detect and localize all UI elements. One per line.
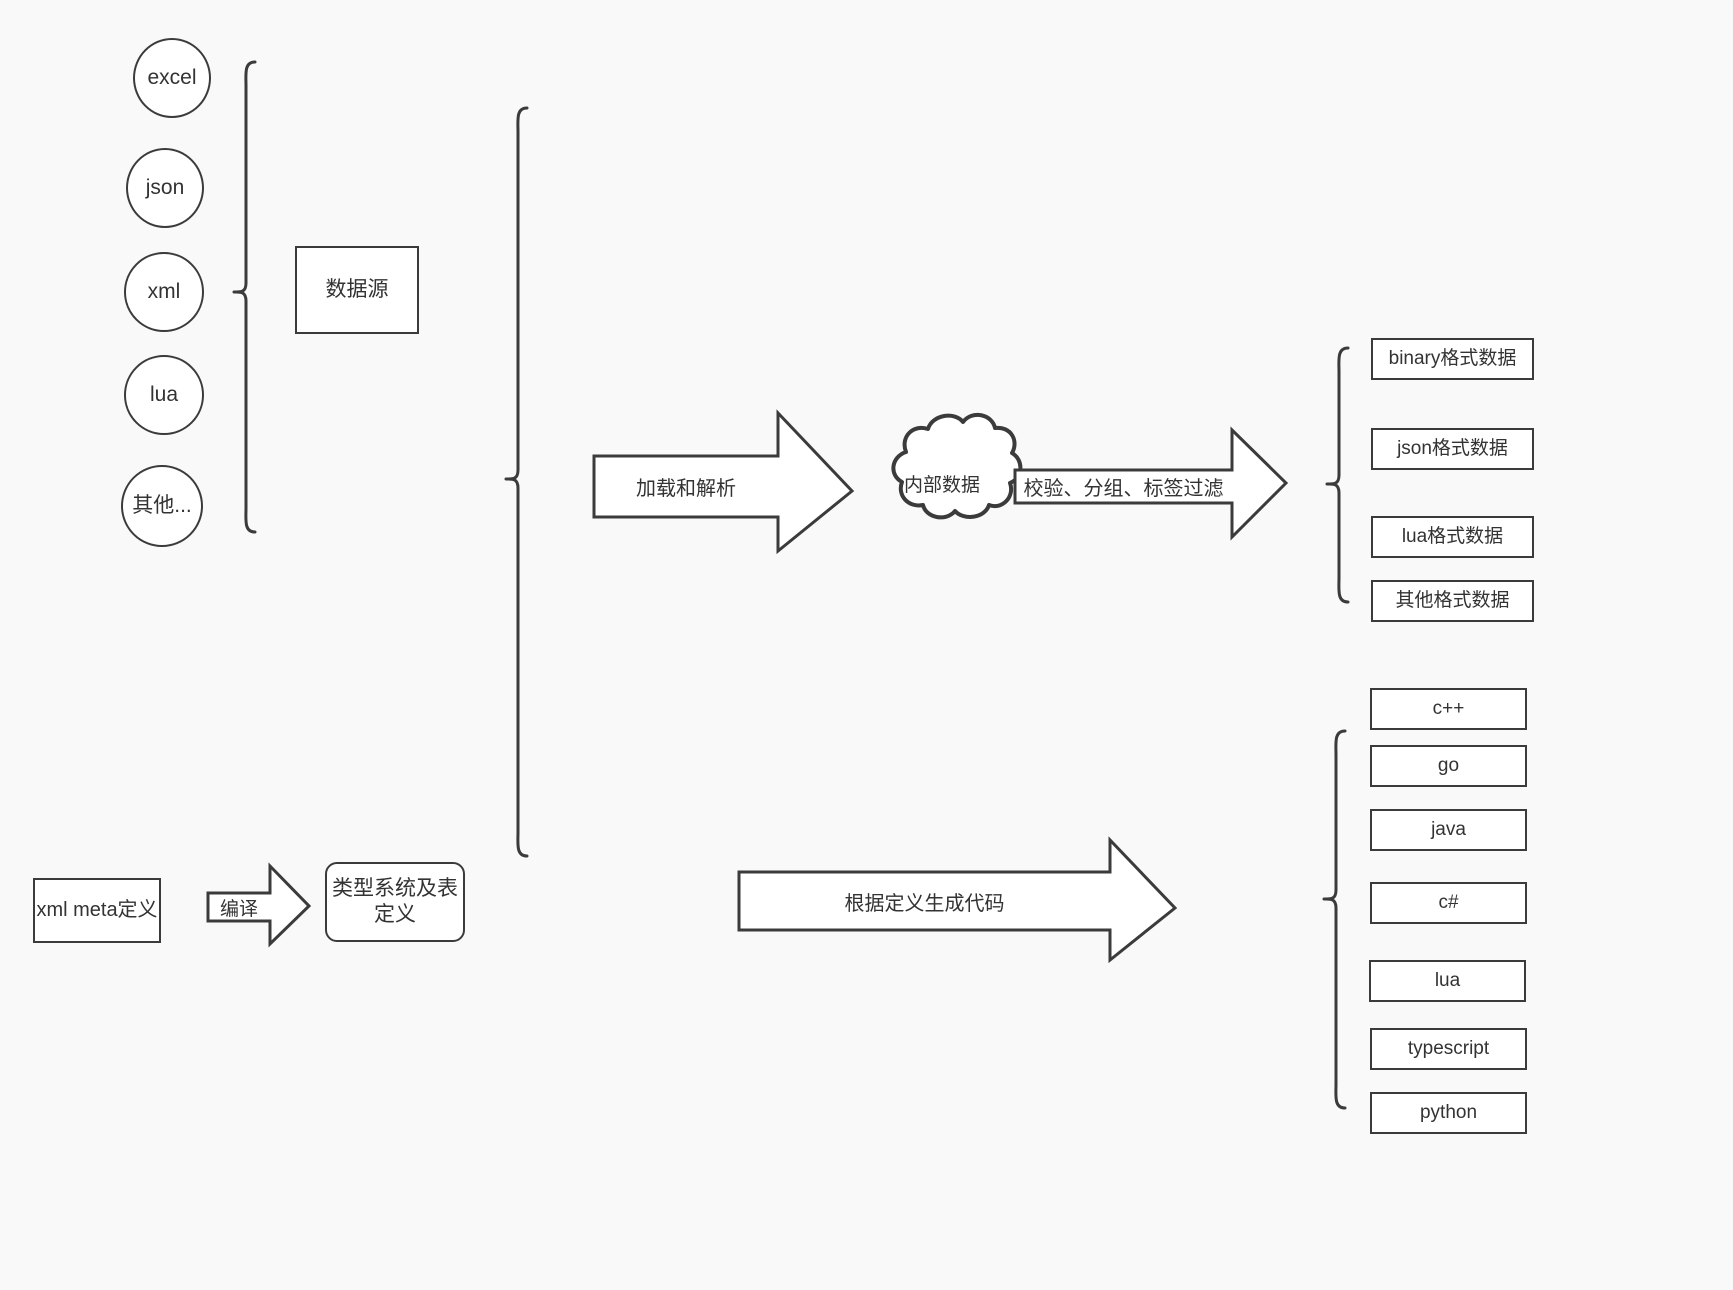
arrow-generate-code bbox=[737, 836, 1178, 964]
cloud-internal-data bbox=[891, 412, 1023, 520]
output-format-label: json格式数据 bbox=[1397, 438, 1508, 460]
data-source-label: 数据源 bbox=[325, 277, 389, 301]
output-language-label: c# bbox=[1438, 892, 1459, 914]
output-format-binary[interactable]: binary格式数据 bbox=[1371, 338, 1534, 380]
output-format-json[interactable]: json格式数据 bbox=[1371, 428, 1534, 470]
type-system-box[interactable]: 类型系统及表 定义 bbox=[325, 862, 465, 942]
output-language-python[interactable]: python bbox=[1370, 1092, 1527, 1134]
arrow-compile bbox=[206, 862, 312, 948]
xml-meta-definition-box[interactable]: xml meta定义 bbox=[33, 878, 161, 943]
source-node-excel[interactable]: excel bbox=[133, 38, 211, 118]
source-node-lua[interactable]: lua bbox=[124, 355, 204, 435]
brace-data-formats bbox=[1325, 346, 1350, 604]
output-format-other[interactable]: 其他格式数据 bbox=[1371, 580, 1534, 622]
output-language-label: python bbox=[1419, 1102, 1478, 1124]
output-language-cpp[interactable]: c++ bbox=[1370, 688, 1527, 730]
source-label: 其他... bbox=[132, 493, 192, 517]
source-label: excel bbox=[147, 65, 197, 89]
output-language-typescript[interactable]: typescript bbox=[1370, 1028, 1527, 1070]
output-language-label: c++ bbox=[1432, 698, 1465, 720]
output-language-label: go bbox=[1437, 755, 1460, 777]
xml-meta-definition-label: xml meta定义 bbox=[36, 899, 158, 921]
output-language-java[interactable]: java bbox=[1370, 809, 1527, 851]
output-language-label: java bbox=[1431, 819, 1466, 841]
output-language-label: lua bbox=[1434, 970, 1461, 992]
arrow-load-parse bbox=[592, 409, 855, 555]
output-format-lua[interactable]: lua格式数据 bbox=[1371, 516, 1534, 558]
source-node-other[interactable]: 其他... bbox=[121, 465, 203, 547]
output-language-label: typescript bbox=[1407, 1038, 1490, 1060]
source-label: lua bbox=[149, 382, 179, 406]
output-language-lua[interactable]: lua bbox=[1369, 960, 1526, 1002]
output-language-go[interactable]: go bbox=[1370, 745, 1527, 787]
type-system-label: 类型系统及表 定义 bbox=[332, 876, 458, 926]
brace-sources bbox=[232, 60, 257, 534]
brace-inputs bbox=[504, 106, 529, 858]
output-format-label: lua格式数据 bbox=[1401, 526, 1504, 548]
brace-languages bbox=[1322, 729, 1347, 1110]
arrow-validate-group-filter bbox=[1013, 426, 1289, 541]
source-label: json bbox=[145, 175, 185, 199]
source-node-json[interactable]: json bbox=[126, 148, 204, 228]
source-node-xml[interactable]: xml bbox=[124, 252, 204, 332]
data-source-box[interactable]: 数据源 bbox=[295, 246, 419, 334]
output-format-label: binary格式数据 bbox=[1388, 348, 1517, 370]
source-label: xml bbox=[147, 279, 181, 303]
output-language-csharp[interactable]: c# bbox=[1370, 882, 1527, 924]
output-format-label: 其他格式数据 bbox=[1395, 590, 1510, 612]
